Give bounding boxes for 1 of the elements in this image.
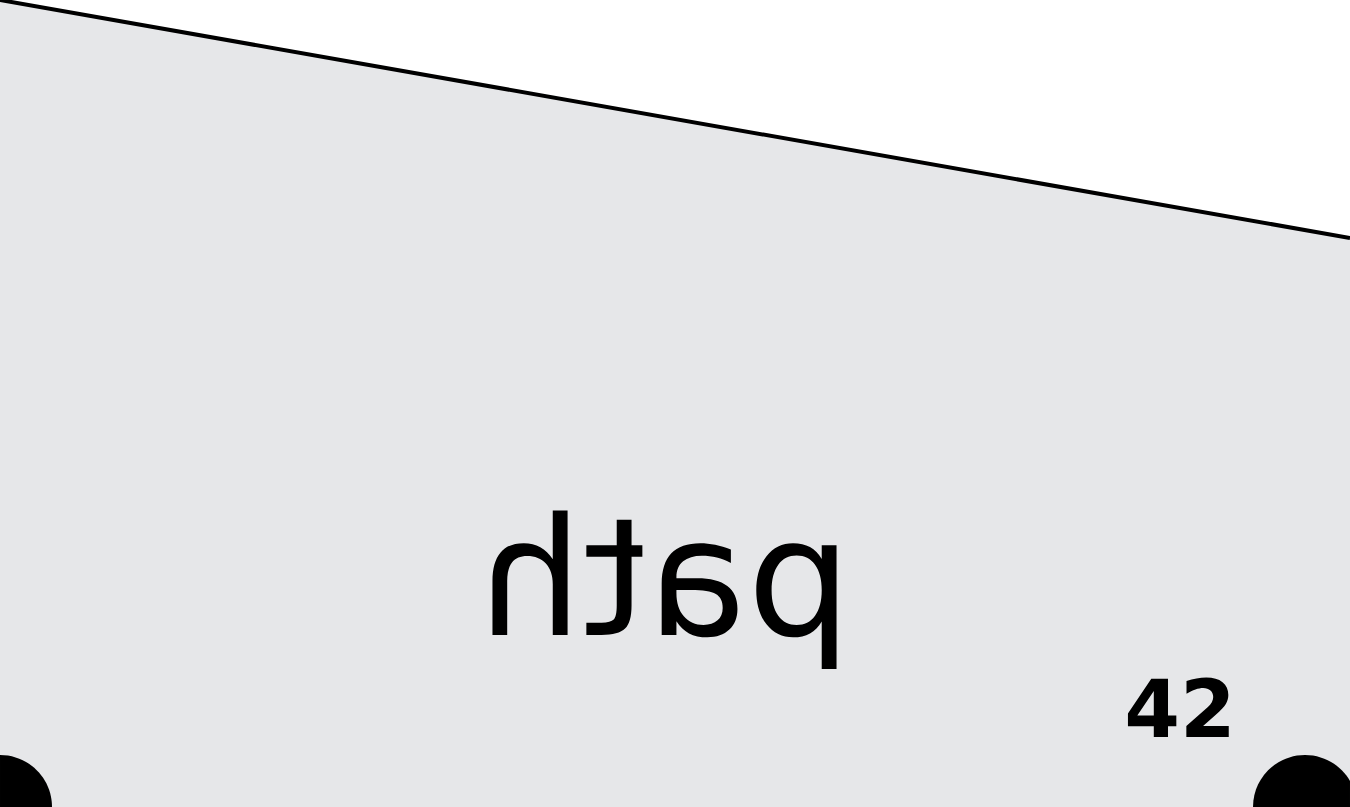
page-number: 42 bbox=[1127, 677, 1229, 737]
